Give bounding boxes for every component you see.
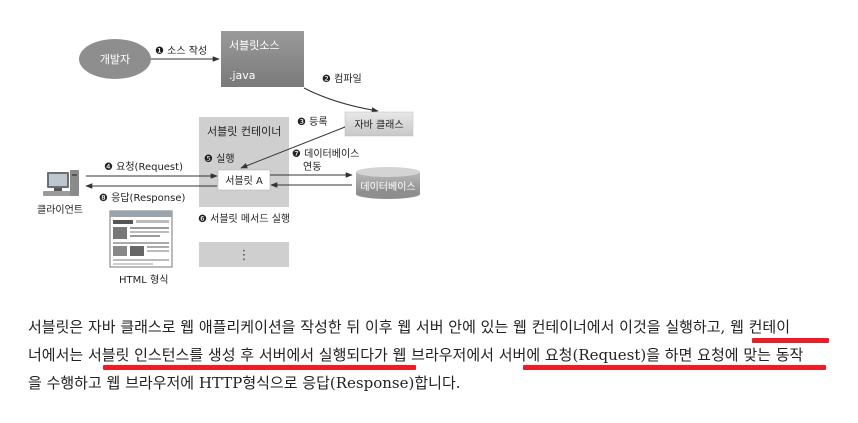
- servlet-source-title: 서블릿소스: [229, 39, 280, 52]
- computer-icon: [43, 170, 79, 196]
- paragraph-line2-highlight-d: 서버에 요청(Request)을 하면 요청에 맞는 동작: [498, 346, 804, 364]
- servlet-architecture-diagram: 개발자 ❶ 소스 작성 서블릿소스 .java ❷ 컴파일 자바 클래스 서블릿…: [37, 31, 420, 286]
- paragraph-line-2: 너에서는 서블릿 인스턴스를 생성 후 서버에서 실행되다가 웹 브라우저에서 …: [28, 348, 838, 363]
- paragraph-line2-highlight-b: 서블릿 인스턴스를 생성 후 서버에서 실행되다가: [87, 346, 388, 364]
- highlight-container-underline: [752, 338, 829, 343]
- step2-label: ❷ 컴파일: [322, 73, 362, 85]
- more-dots: ⋮: [238, 248, 251, 263]
- java-class-box: [344, 111, 414, 137]
- arrow-register: [240, 126, 346, 169]
- database-cylinder: [356, 167, 420, 199]
- arrow-compile: [303, 87, 379, 113]
- step4-label: ❹ 요청(Request): [104, 161, 183, 173]
- step1-label: ❶ 소스 작성: [155, 45, 207, 57]
- paragraph-line2-text-a: 너에서는: [28, 346, 88, 364]
- html-page-thumbnail: [109, 210, 173, 268]
- html-format-label: HTML 형식: [119, 274, 168, 286]
- step7-label-line1: ❼ 데이터베이스: [292, 148, 359, 160]
- container-title: 서블릿 컨테이너: [207, 125, 281, 138]
- java-class-label: 자바 클래스: [354, 119, 403, 131]
- servlet-container: [199, 117, 289, 207]
- paragraph-line1-highlight: 웹 컨테이: [725, 318, 791, 336]
- paragraph-line1-text: 서블릿은 자바 클래스로 웹 애플리케이션을 작성한 뒤 이후 웹 서버 안에 …: [28, 318, 726, 336]
- client-label: 클라이언트: [37, 204, 83, 216]
- paragraph-line-3: 을 수행하고 웹 브라우저에 HTTP형식으로 응답(Response)합니다.: [28, 376, 838, 391]
- highlight-request-underline: [523, 365, 826, 370]
- servlet-a-box: [217, 169, 271, 191]
- paragraph-line3-text: 을 수행하고 웹 브라우저에 HTTP형식으로 응답(Response)합니다.: [28, 374, 461, 392]
- highlight-instance-underline: [103, 365, 416, 370]
- servlet-a-label: 서블릿 A: [225, 175, 263, 187]
- developer-node: [79, 39, 151, 79]
- servlet-source-box: [221, 31, 304, 87]
- step7-label-line2: 연동: [303, 161, 321, 173]
- step6-label: ❻ 서블릿 메서드 실행: [198, 213, 290, 225]
- step8-label: ❽ 응답(Response): [99, 192, 185, 204]
- more-servlets-box: [199, 242, 289, 267]
- servlet-source-ext: .java: [229, 69, 256, 82]
- paragraph-line-1: 서블릿은 자바 클래스로 웹 애플리케이션을 작성한 뒤 이후 웹 서버 안에 …: [28, 320, 838, 335]
- step5-label: ❺ 실행: [204, 153, 235, 165]
- developer-label: 개발자: [100, 53, 130, 66]
- step3-label: ❸ 등록: [297, 116, 328, 128]
- paragraph-line2-text-c: 웹 브라우저에서: [387, 346, 499, 364]
- database-label: 데이터베이스: [360, 181, 415, 193]
